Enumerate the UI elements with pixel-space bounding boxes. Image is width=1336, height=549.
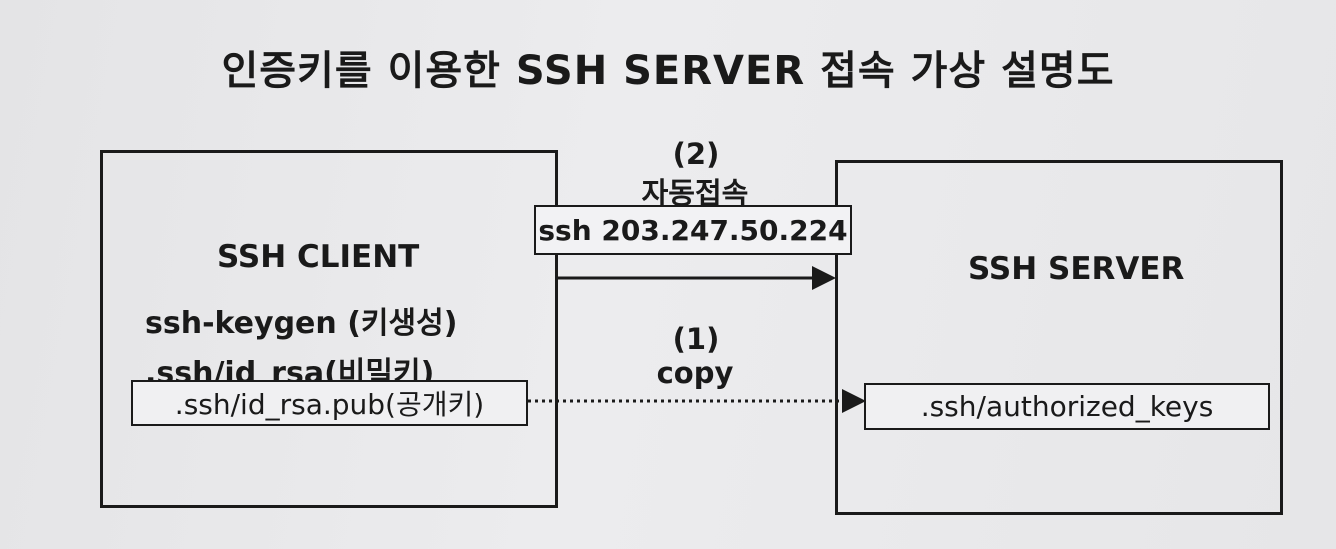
step-1-label: (1) [672,322,720,356]
ssh-server-box: SSH SERVER .ssh/authorized_keys [835,160,1283,515]
copy-arrow [528,389,866,413]
public-key-box: .ssh/id_rsa.pub(공개키) [131,380,528,426]
authorized-keys-box: .ssh/authorized_keys [864,383,1270,430]
keygen-label: ssh-keygen (키생성) [145,306,458,341]
ssh-command-box: ssh 203.247.50.224 [534,205,852,255]
authorized-keys-label: .ssh/authorized_keys [920,390,1214,423]
ssh-client-box: SSH CLIENT ssh-keygen (키생성) .ssh/id_rsa(… [100,150,558,508]
connect-arrow [558,266,836,290]
step-2-label: (2) [672,137,720,171]
public-key-label: .ssh/id_rsa.pub(공개키) [174,388,485,421]
diagram-title: 인증키를 이용한 SSH SERVER 접속 가상 설명도 [221,48,1115,94]
client-title: SSH CLIENT [217,239,420,275]
copy-label: copy [656,356,734,390]
server-title: SSH SERVER [968,251,1185,287]
ssh-command-label: ssh 203.247.50.224 [538,213,848,247]
auto-connect-label: 자동접속 [641,176,749,210]
